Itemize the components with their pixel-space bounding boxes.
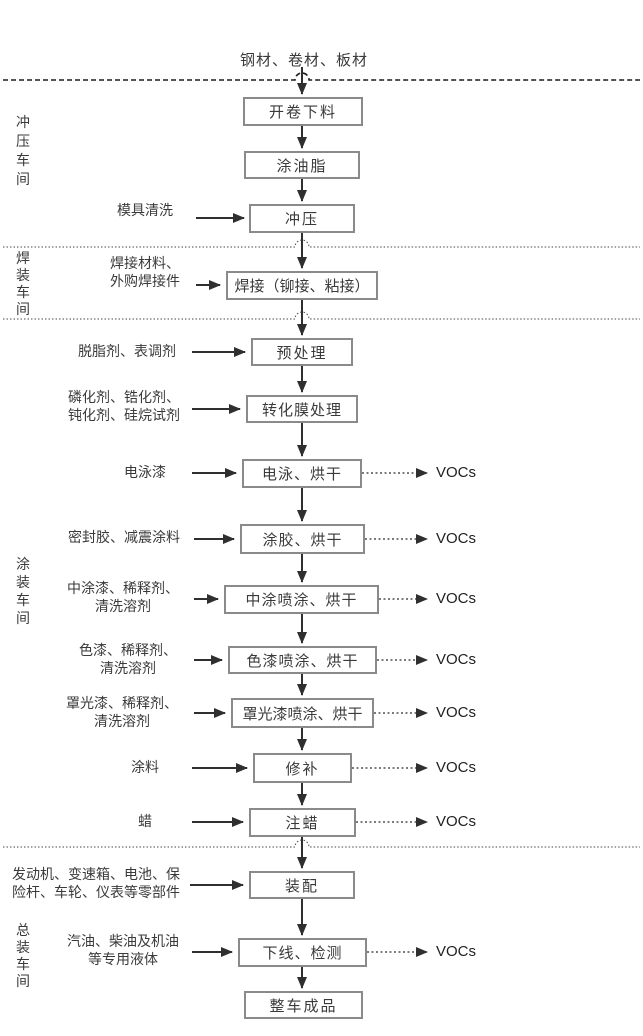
vocs-label-repair: VOCs [436,759,477,776]
vocs-label-testing: VOCs [436,943,477,960]
input-paint: 涂料 [131,761,159,776]
input-arrows [190,213,248,957]
vocs-label-clearcoat: VOCs [436,704,477,721]
vocs-label-gluing: VOCs [436,530,477,547]
divider-assembly [3,839,640,848]
input-degreaser-surface-conditioner: 脱脂剂、表调剂 [78,345,176,360]
process-box-clearcoat-spray-drying: 罩光漆喷涂、烘干 [231,698,374,728]
vocs-arrows [352,468,428,957]
process-box-welding: 焊接（铆接、粘接） [226,271,378,300]
section-label-welding-workshop: 焊装车间 [16,252,30,318]
section-label-painting-workshop: 涂装车间 [16,558,30,627]
input-clearcoat-paint: 罩光漆、稀释剂、 清洗溶剂 [66,697,178,730]
input-die-cleaning: 模具清洗 [117,204,173,219]
input-special-fluids: 汽油、柴油及机油 等专用液体 [67,935,179,968]
divider-stamping [3,72,640,81]
divider-painting [3,311,640,320]
input-basecoat-paint: 色漆、稀释剂、 清洗溶剂 [79,644,177,677]
input-welding-materials: 焊接材料、 外购焊接件 [110,257,180,290]
vocs-label-basecoat: VOCs [436,651,477,668]
process-box-wax-injection: 注蜡 [249,808,356,837]
process-box-greasing: 涂油脂 [244,151,360,179]
input-vehicle-components: 发动机、变速箱、电池、保 险杆、车轮、仪表等零部件 [12,868,180,901]
divider-welding [3,239,640,248]
section-label-stamping-workshop: 冲压车间 [16,116,30,188]
input-midcoat-paint: 中涂漆、稀释剂、 清洗溶剂 [67,582,179,615]
input-electrophoretic-paint: 电泳漆 [124,466,166,481]
source-material-label: 钢材、卷材、板材 [240,53,369,69]
section-label-assembly-workshop: 总装车间 [16,924,30,990]
process-box-uncoiling: 开卷下料 [243,97,363,126]
vocs-label-wax: VOCs [436,813,477,830]
process-box-gluing-drying: 涂胶、烘干 [240,524,365,554]
vocs-label-midcoat: VOCs [436,590,477,607]
input-sealant-damping-coating: 密封胶、减震涂料 [68,531,180,546]
process-box-finished-vehicle: 整车成品 [244,991,363,1019]
process-box-midcoat-spray-drying: 中涂喷涂、烘干 [224,585,379,614]
input-phosphating-agents: 磷化剂、锆化剂、 钝化剂、硅烷试剂 [68,391,180,424]
process-box-basecoat-spray-drying: 色漆喷涂、烘干 [228,646,377,674]
process-box-conversion-coating: 转化膜处理 [246,395,358,423]
process-box-pretreatment: 预处理 [251,338,353,366]
process-box-repair: 修补 [253,753,352,783]
process-box-offline-testing: 下线、检测 [238,938,367,967]
process-box-assembly: 装配 [249,871,355,899]
vocs-label-electrophoresis: VOCs [436,464,477,481]
input-wax: 蜡 [138,815,152,830]
process-box-stamping: 冲压 [249,204,355,233]
process-box-electrophoresis-drying: 电泳、烘干 [242,459,362,488]
